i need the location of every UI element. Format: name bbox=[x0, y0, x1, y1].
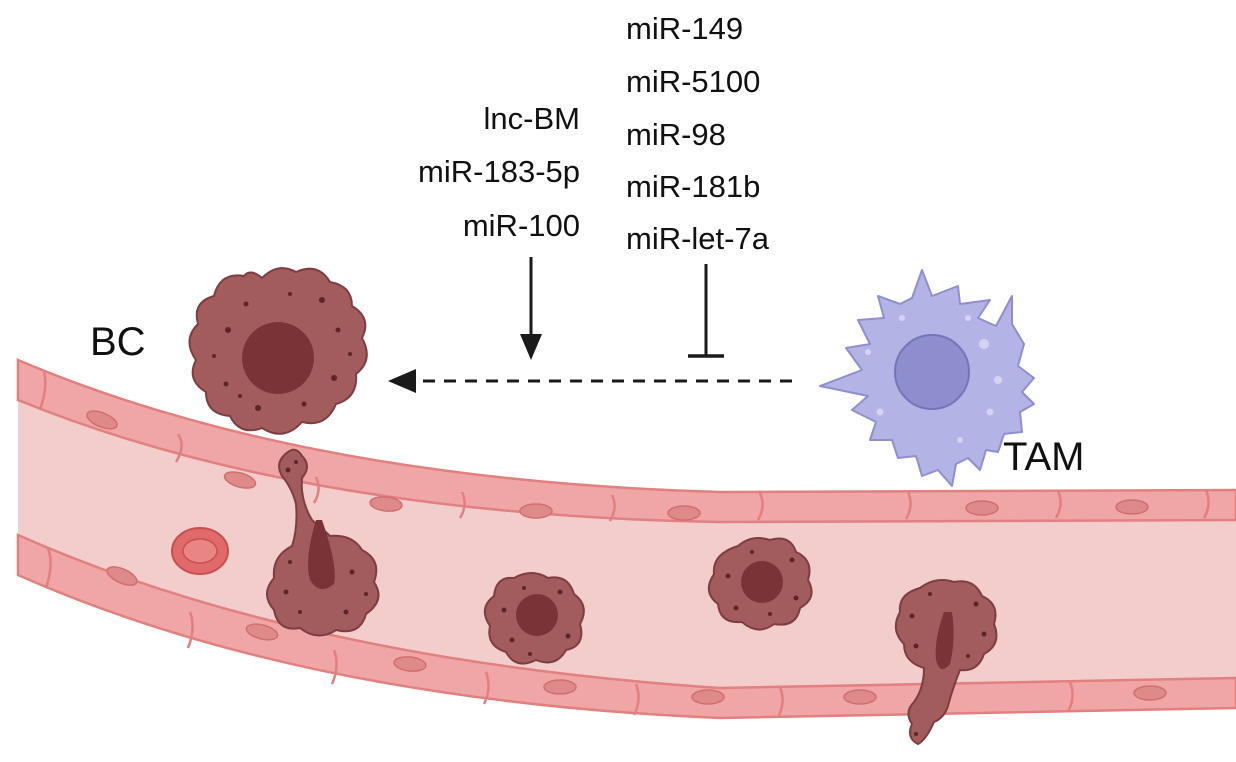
arrowhead-icon bbox=[388, 369, 416, 393]
extravasating-tumor-cell bbox=[894, 579, 998, 746]
upper-wall-cell-borders bbox=[38, 371, 1210, 522]
promoter-item: miR-100 bbox=[463, 208, 580, 243]
lower-wall-cell-borders bbox=[44, 547, 1074, 718]
tam-label: TAM bbox=[1003, 435, 1084, 479]
interaction-arrows bbox=[388, 257, 792, 393]
inhibitor-item: miR-181b bbox=[626, 169, 760, 204]
intravasating-tumor-cell bbox=[266, 448, 380, 637]
promote-arrowhead-icon bbox=[520, 334, 542, 360]
promoter-list: lnc-BM miR-183-5p miR-100 bbox=[418, 101, 580, 243]
circulating-tumor-cell bbox=[707, 537, 813, 631]
upper-wall-nuclei bbox=[86, 410, 1149, 521]
circulating-tumor-cell bbox=[483, 572, 585, 665]
tam-macrophage bbox=[819, 269, 1035, 487]
lower-wall-nuclei bbox=[106, 566, 1167, 705]
vessel-upper-wall bbox=[16, 358, 1236, 524]
inhibitor-item: miR-let-7a bbox=[626, 221, 770, 256]
bc-label: BC bbox=[90, 320, 146, 364]
bc-tumor-cell bbox=[188, 267, 368, 435]
promoter-item: lnc-BM bbox=[484, 101, 580, 136]
promoter-item: miR-183-5p bbox=[418, 154, 580, 189]
red-blood-cell bbox=[171, 527, 229, 575]
inhibitor-list: miR-149 miR-5100 miR-98 miR-181b miR-let… bbox=[626, 11, 770, 256]
inhibitor-item: miR-5100 bbox=[626, 64, 760, 99]
inhibitor-item: miR-98 bbox=[626, 117, 726, 152]
inhibitor-item: miR-149 bbox=[626, 11, 743, 46]
